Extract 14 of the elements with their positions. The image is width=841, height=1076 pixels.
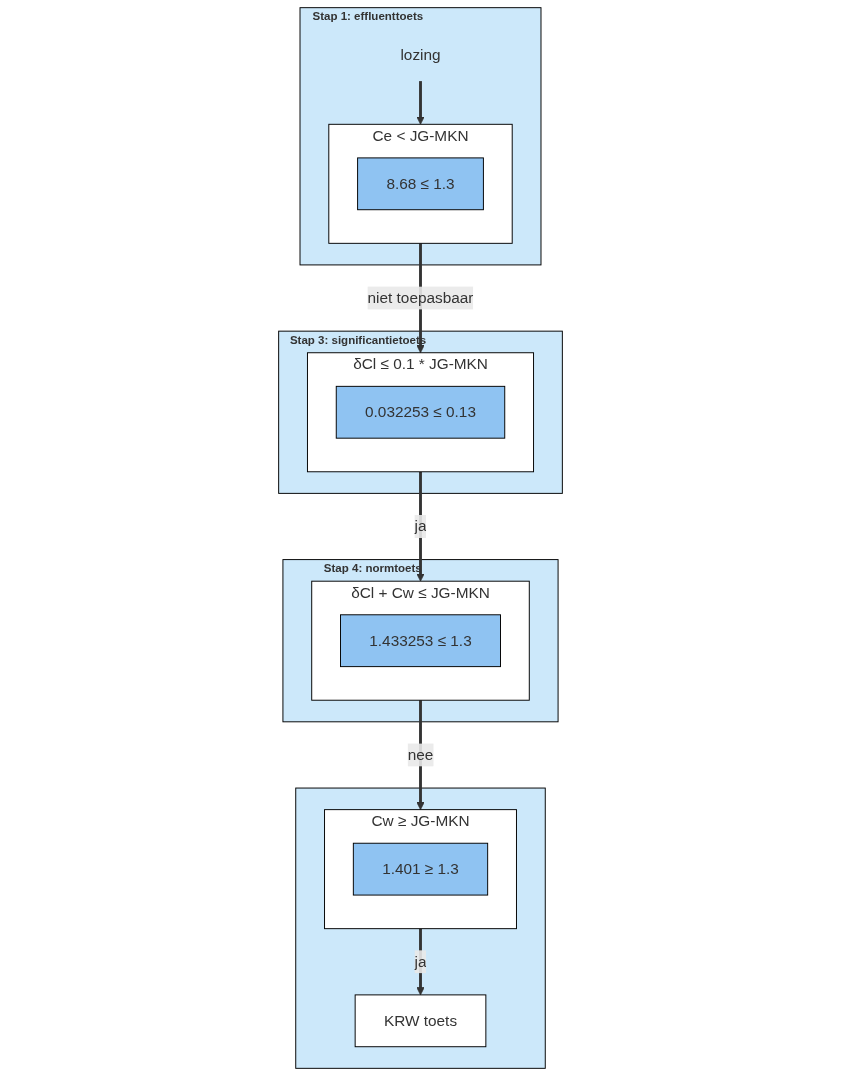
edge-label: ja xyxy=(414,953,427,970)
cluster xyxy=(295,787,546,1069)
edge-label: ja xyxy=(414,517,427,535)
arrow xyxy=(416,471,425,582)
edge-label: niet toepasbaar xyxy=(367,289,474,306)
node-box: KRW toets xyxy=(354,994,487,1048)
arrow xyxy=(416,81,425,125)
node-text: lozing xyxy=(400,46,441,63)
node-box: 0.032253 ≤ 0.13 xyxy=(335,385,506,439)
arrow xyxy=(416,928,425,996)
node-box: 1.401 ≥ 1.3 xyxy=(352,842,489,896)
edge-label: nee xyxy=(407,746,434,763)
node-box: 8.68 ≤ 1.3 xyxy=(357,157,484,211)
node-box: 1.433253 ≤ 1.3 xyxy=(340,614,501,668)
